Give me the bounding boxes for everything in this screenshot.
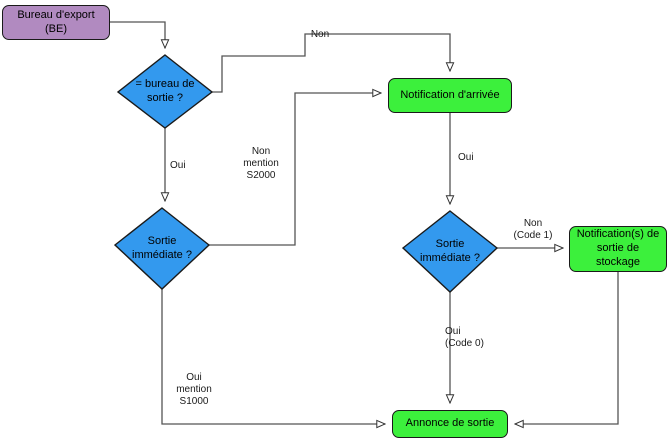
edge-s1000-to-annonce bbox=[161, 289, 385, 424]
node-notification-arrivee-label: Notification d'arrivée bbox=[400, 88, 500, 101]
edge-label-non-code-1: Non(Code 1) bbox=[513, 218, 553, 242]
diamond-sortie-immediate-gauche bbox=[113, 207, 211, 290]
node-annonce-de-sortie[interactable]: Annonce de sortie bbox=[392, 410, 508, 438]
edge-s2000-to-notification bbox=[209, 93, 381, 246]
node-notification-arrivee[interactable]: Notification d'arrivée bbox=[388, 78, 512, 113]
diamond-sortie-immediate-droite bbox=[401, 210, 499, 293]
diamond-bureau-de-sortie bbox=[116, 54, 214, 129]
edge-bureau-to-decision bbox=[110, 21, 165, 48]
edge-non-to-notification bbox=[212, 33, 450, 93]
edge-label-oui-code-0: Oui(Code 0) bbox=[445, 326, 484, 350]
edge-label-non-top: Non bbox=[310, 29, 330, 40]
edge-label-oui-gauche-haut: Oui bbox=[170, 160, 186, 171]
edge-label-oui-droite-haut: Oui bbox=[458, 152, 474, 163]
node-bureau-export-label: Bureau d'export (BE) bbox=[17, 8, 95, 35]
edge-stockage-to-annonce bbox=[515, 272, 619, 424]
node-bureau-export[interactable]: Bureau d'export (BE) bbox=[2, 5, 110, 40]
node-annonce-de-sortie-label: Annonce de sortie bbox=[405, 417, 495, 430]
